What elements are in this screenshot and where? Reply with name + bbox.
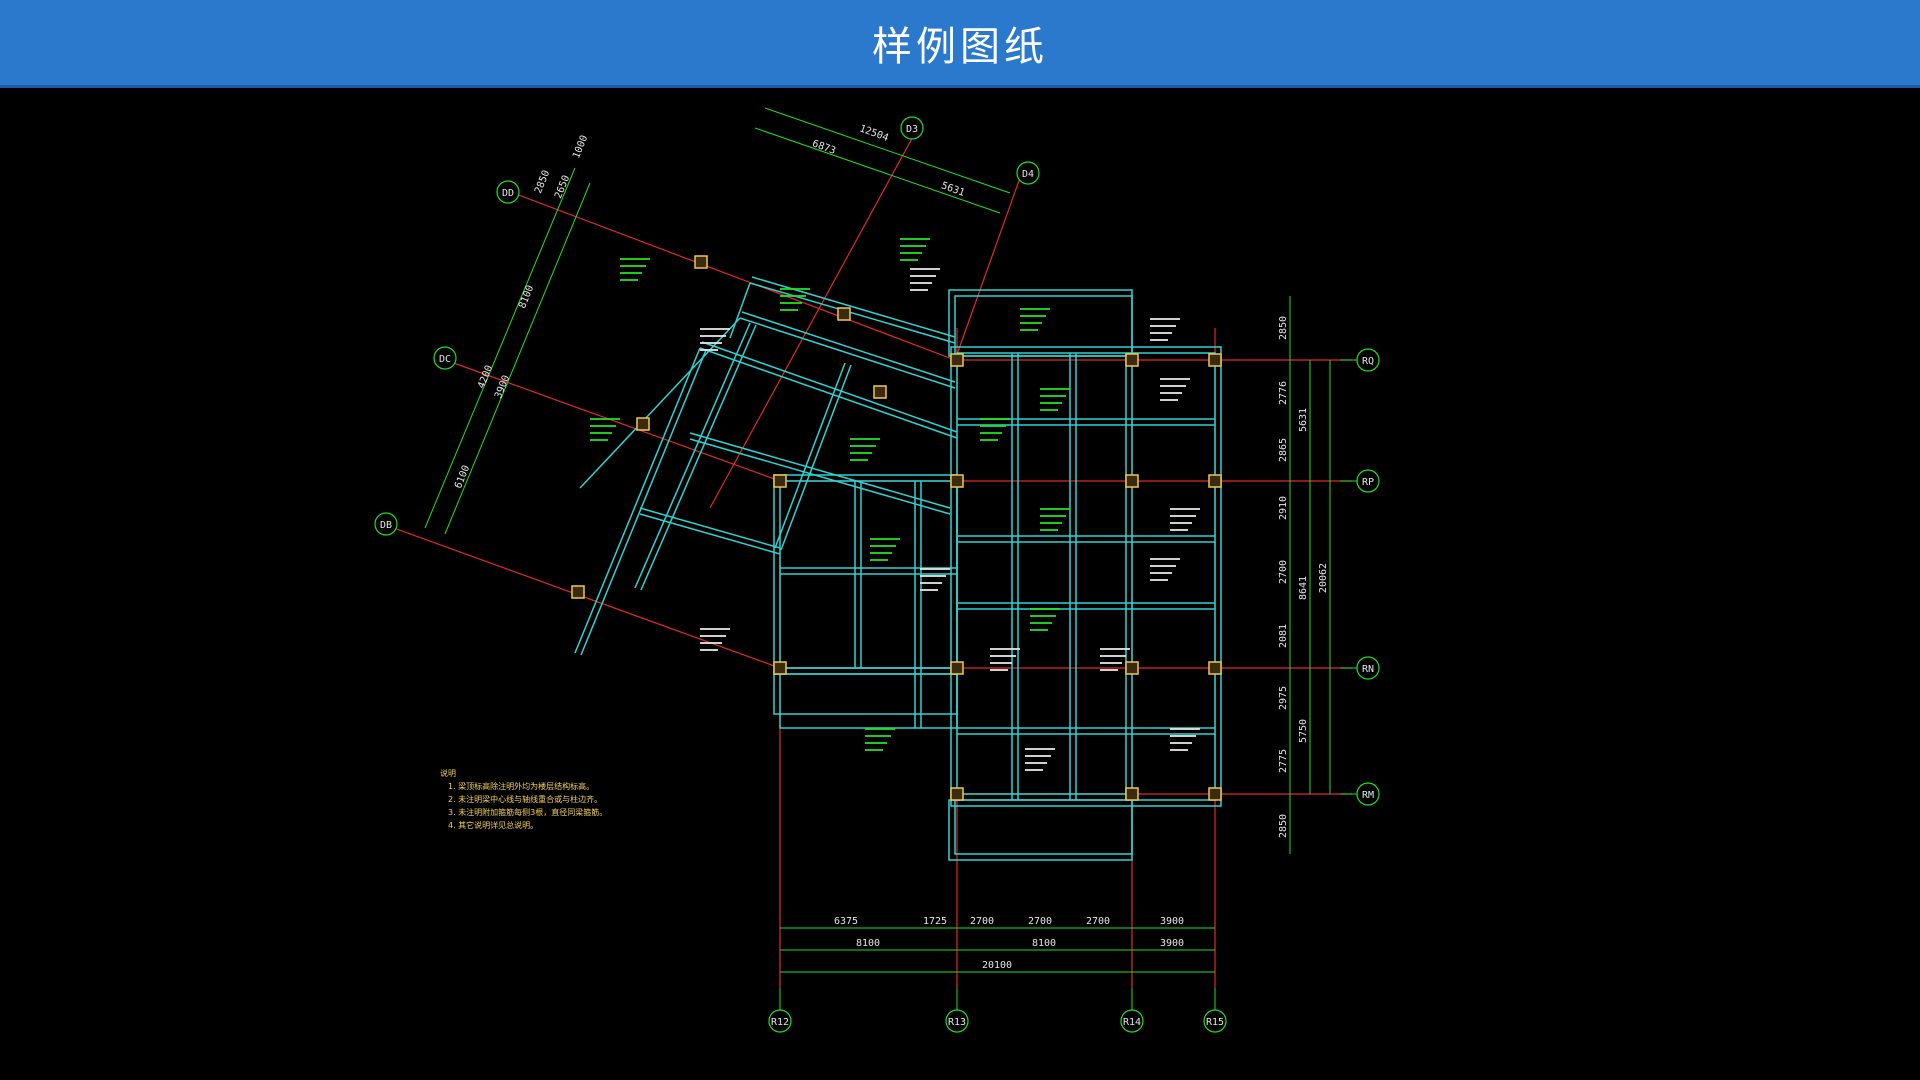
beam-label: [700, 628, 730, 651]
axis-bubble-r14: R14: [1120, 1009, 1144, 1033]
axis-bubble-d3: D3: [900, 116, 924, 140]
dim-right-inner: 2975: [1278, 686, 1289, 710]
beam-label: [1170, 728, 1200, 751]
axis-bubble-dd: DD: [496, 180, 520, 204]
beam-label: [1025, 748, 1055, 771]
beam-label: [1040, 508, 1070, 531]
svg-text:R12: R12: [771, 1017, 789, 1028]
beam-label: [1150, 318, 1180, 341]
dim-left-rot: 8100: [517, 284, 536, 310]
beam-label: [620, 258, 650, 281]
axis-bubble-rp: RP: [1356, 469, 1380, 493]
dim-bottom-1: 2700: [1028, 916, 1052, 927]
svg-text:RQ: RQ: [1362, 356, 1374, 367]
dim-bottom-1: 3900: [1160, 916, 1184, 927]
beam-label: [980, 418, 1010, 441]
svg-text:R15: R15: [1206, 1017, 1224, 1028]
note-line: 3. 未注明附加箍筋每侧3根，直径同梁箍筋。: [448, 807, 607, 817]
beam-label: [920, 568, 950, 591]
dim-top-rot: 12504: [858, 123, 890, 144]
beam-label: [990, 648, 1020, 671]
beam-label: [865, 728, 895, 751]
svg-text:DB: DB: [380, 520, 392, 531]
beam-label: [1040, 388, 1070, 411]
beam-annotations: [590, 238, 1200, 771]
dim-bottom-1: 2700: [970, 916, 994, 927]
dimension-text: 6375 1725 2700 2700 2700 3900 8100 8100 3900 2010…: [453, 123, 1329, 971]
beam-label: [870, 538, 900, 561]
axis-bubbles-right: RQ RP RN RM: [1340, 348, 1380, 806]
dim-bottom-2: 3900: [1160, 938, 1184, 949]
dim-bottom-2: 8100: [856, 938, 880, 949]
dim-bottom-1: 1725: [923, 916, 947, 927]
dim-right-mid: 8641: [1298, 576, 1309, 600]
page-title: 样例图纸: [872, 23, 1048, 70]
dim-top-rot: 6873: [811, 138, 837, 157]
columns: [571, 255, 1222, 801]
beam-label: [700, 328, 730, 351]
axis-bubble-rn: RN: [1356, 656, 1380, 680]
svg-text:R13: R13: [948, 1017, 966, 1028]
dim-right-mid: 5631: [1298, 408, 1309, 432]
axis-bubble-r13: R13: [945, 1009, 969, 1033]
svg-text:D3: D3: [906, 124, 918, 135]
dim-left-rot: 6100: [453, 464, 472, 490]
dimension-lines: [424, 107, 1331, 973]
axis-bubble-dc: DC: [433, 346, 457, 370]
axis-bubble-rq: RQ: [1356, 348, 1380, 372]
dim-left-rot: 2850: [533, 169, 552, 195]
dim-bottom-2: 8100: [1032, 938, 1056, 949]
svg-text:RN: RN: [1362, 664, 1374, 675]
beam-lines: [574, 276, 1222, 861]
axis-bubble-rm: RM: [1356, 782, 1380, 806]
axis-bubble-r15: R15: [1203, 1009, 1227, 1033]
beam-label: [780, 288, 810, 311]
dim-bottom-1: 2700: [1086, 916, 1110, 927]
notes-title: 说明: [440, 768, 456, 778]
dim-bottom-total: 20100: [982, 960, 1012, 971]
beam-label: [900, 238, 930, 261]
beam-label: [1160, 378, 1190, 401]
notes-block: 说明 1. 梁顶标高除注明外均为楼层结构标高。 2. 未注明梁中心线与轴线重合或与柱…: [440, 768, 607, 830]
dim-bottom-1: 6375: [834, 916, 858, 927]
dim-right-inner: 2081: [1278, 624, 1289, 648]
dim-right-inner: 2850: [1278, 814, 1289, 838]
beam-label: [1170, 508, 1200, 531]
axis-lines: [379, 132, 1352, 988]
beam-label: [1150, 558, 1180, 581]
dim-right-mid: 5750: [1298, 719, 1309, 743]
axis-bubble-r12: R12: [768, 1009, 792, 1033]
beam-label: [1100, 648, 1130, 671]
axis-bubble-d4: D4: [1016, 161, 1040, 185]
svg-text:D4: D4: [1022, 169, 1034, 180]
beam-label: [850, 438, 880, 461]
beam-label: [1020, 308, 1050, 331]
note-line: 1. 梁顶标高除注明外均为楼层结构标高。: [448, 781, 594, 791]
beam-label: [1030, 608, 1060, 631]
dim-right-inner: 2775: [1278, 749, 1289, 773]
title-bar: 样例图纸: [0, 0, 1920, 88]
svg-text:DD: DD: [502, 188, 514, 199]
beam-label: [590, 418, 620, 441]
note-line: 2. 未注明梁中心线与轴线重合或与柱边齐。: [448, 794, 602, 804]
dim-right-inner: 2700: [1278, 560, 1289, 584]
dim-right-inner: 2776: [1278, 381, 1289, 405]
axis-bubbles-bottom: R12 R13 R14 R15: [768, 988, 1227, 1033]
dim-right-total: 20062: [1318, 563, 1329, 593]
dim-left-rot: 1000: [571, 134, 590, 160]
note-line: 4. 其它说明详见总说明。: [448, 820, 538, 830]
dim-left-rot: 2650: [553, 174, 572, 200]
beam-label: [910, 268, 940, 291]
svg-text:RP: RP: [1362, 477, 1374, 488]
dim-right-inner: 2865: [1278, 438, 1289, 462]
svg-text:DC: DC: [439, 354, 451, 365]
svg-text:R14: R14: [1123, 1017, 1141, 1028]
dim-right-inner: 2850: [1278, 316, 1289, 340]
axis-bubble-db: DB: [374, 512, 398, 536]
svg-text:RM: RM: [1362, 790, 1374, 801]
dim-right-inner: 2910: [1278, 496, 1289, 520]
